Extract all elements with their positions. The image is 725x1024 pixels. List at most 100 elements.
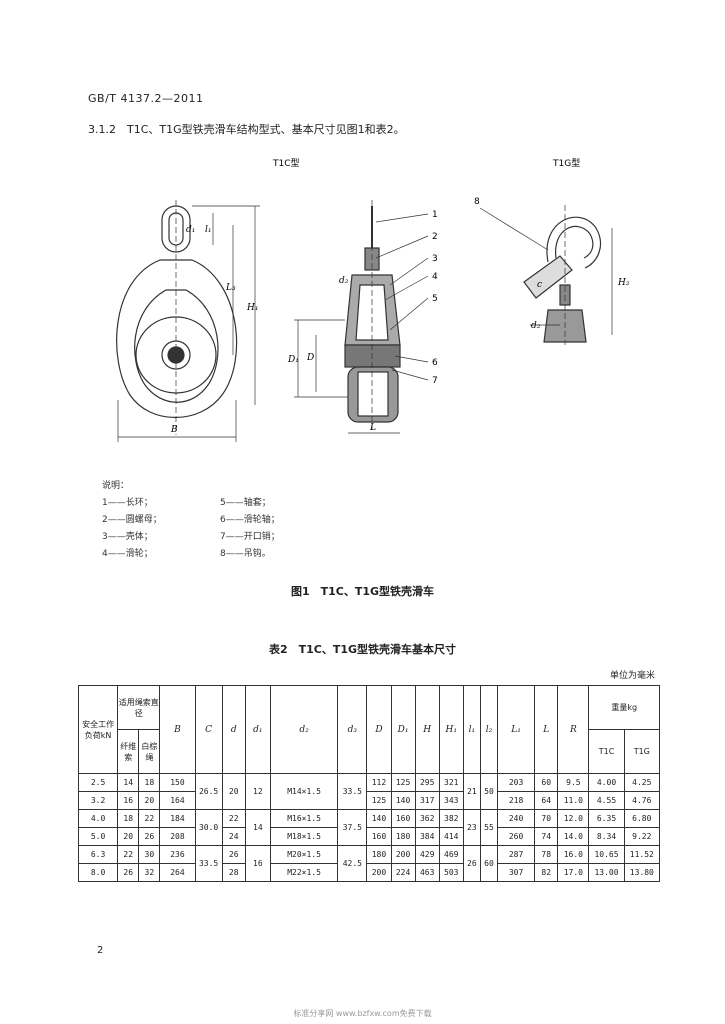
table-cell: 18 bbox=[138, 773, 161, 792]
table-cell: 200 bbox=[366, 863, 392, 882]
dim-H2: H₂ bbox=[617, 278, 630, 288]
table-cell: 414 bbox=[438, 827, 464, 846]
fig-title-t1g: T1G型 bbox=[552, 158, 580, 169]
table-cell: 70 bbox=[534, 809, 559, 828]
callout-2: 2 bbox=[432, 232, 438, 242]
table-cell: 112 bbox=[366, 773, 392, 792]
dim-c: c bbox=[537, 280, 542, 290]
table-cell: M18×1.5 bbox=[269, 827, 339, 846]
table-cell: 26 bbox=[138, 827, 161, 846]
table-cell: 429 bbox=[414, 845, 440, 864]
table-cell: 10.65 bbox=[588, 845, 625, 864]
table-cell: 236 bbox=[159, 845, 196, 864]
table-cell: 140 bbox=[366, 809, 392, 828]
table-cell: 12.0 bbox=[557, 809, 590, 828]
table-cell: 20 bbox=[221, 773, 246, 810]
table-cell: 184 bbox=[159, 809, 196, 828]
table-cell: 4.0 bbox=[77, 809, 119, 828]
table-cell: 18 bbox=[117, 809, 140, 828]
table-cell: 317 bbox=[414, 791, 440, 810]
table-cell: 203 bbox=[496, 773, 536, 792]
table-cell: 240 bbox=[496, 809, 536, 828]
table-cell: 37.5 bbox=[337, 809, 368, 846]
table-cell: 13.80 bbox=[623, 863, 661, 882]
table-cell: 4.55 bbox=[588, 791, 625, 810]
th-col: d₁ bbox=[244, 685, 271, 774]
legend-title: 说明： bbox=[102, 481, 130, 491]
table-cell: 16 bbox=[117, 791, 140, 810]
table-cell: 160 bbox=[390, 809, 416, 828]
dim-d1: d₁ bbox=[186, 225, 195, 235]
table-cell: M22×1.5 bbox=[269, 863, 339, 882]
table-cell: 287 bbox=[496, 845, 536, 864]
th-col: H₁ bbox=[438, 685, 464, 774]
table-cell: 2.5 bbox=[77, 773, 119, 792]
th-col: d₃ bbox=[337, 685, 368, 774]
table-cell: 6.3 bbox=[77, 845, 119, 864]
table-cell: 22 bbox=[221, 809, 246, 828]
table-cell: 362 bbox=[414, 809, 440, 828]
t1c-section-view bbox=[294, 200, 429, 434]
t1g-hook-view bbox=[479, 205, 613, 345]
table-cell: 20 bbox=[138, 791, 161, 810]
table-cell: 4.76 bbox=[623, 791, 661, 810]
th-col: H bbox=[414, 685, 440, 774]
table-cell: M20×1.5 bbox=[269, 845, 339, 864]
table-cell: 33.5 bbox=[194, 845, 223, 882]
table-cell: 32 bbox=[138, 863, 161, 882]
table-cell: 21 bbox=[462, 773, 481, 810]
dim-d2-right: d₂ bbox=[531, 321, 541, 331]
figure-1-drawing: T1C型 T1G型 B H₁ L₃ l₁ d₁ bbox=[116, 158, 630, 442]
legend-item: 2——圆螺母； bbox=[102, 515, 162, 525]
table-cell: 3.2 bbox=[77, 791, 119, 810]
legend-item: 1——长环； bbox=[102, 498, 153, 508]
table-cell: 26 bbox=[221, 845, 246, 864]
table-cell: M14×1.5 bbox=[269, 773, 339, 810]
dim-B: B bbox=[170, 425, 178, 435]
th-t1c: T1C bbox=[588, 729, 625, 774]
th-col: l₁ bbox=[462, 685, 481, 774]
table-cell: 26.5 bbox=[194, 773, 223, 810]
table-cell: 382 bbox=[438, 809, 464, 828]
th-col: L₁ bbox=[496, 685, 536, 774]
table-cell: 11.0 bbox=[557, 791, 590, 810]
callout-6: 6 bbox=[432, 358, 438, 368]
table-cell: 321 bbox=[438, 773, 464, 792]
table-cell: 264 bbox=[159, 863, 196, 882]
figure-legend: 说明： 1——长环；5——轴套； 2——圆螺母；6——滑轮轴； 3——壳体；7—… bbox=[102, 478, 280, 563]
table-cell: 16.0 bbox=[557, 845, 590, 864]
legend-item: 4——滑轮； bbox=[102, 549, 153, 559]
th-col: L bbox=[534, 685, 559, 774]
table-cell: 42.5 bbox=[337, 845, 368, 882]
th-col: B bbox=[159, 685, 196, 774]
table-cell: 307 bbox=[496, 863, 536, 882]
figure-caption: 图1 T1C、T1G型铁壳滑车 bbox=[290, 585, 435, 598]
table-cell: 125 bbox=[390, 773, 416, 792]
th-col: R bbox=[557, 685, 590, 774]
legend-item: 6——滑轮轴； bbox=[220, 515, 280, 525]
callout-5: 5 bbox=[432, 294, 438, 304]
table-cell: 8.34 bbox=[588, 827, 625, 846]
table-cell: 78 bbox=[534, 845, 559, 864]
table-cell: 60 bbox=[534, 773, 559, 792]
table-cell: 30 bbox=[138, 845, 161, 864]
table-cell: 28 bbox=[221, 863, 246, 882]
dim-l1: l₁ bbox=[205, 225, 212, 235]
table-cell: 26 bbox=[117, 863, 140, 882]
dim-d2-left: d₂ bbox=[339, 276, 349, 286]
table-cell: 22 bbox=[138, 809, 161, 828]
table-cell: 260 bbox=[496, 827, 536, 846]
table-cell: M16×1.5 bbox=[269, 809, 339, 828]
th-col: C bbox=[194, 685, 223, 774]
th-col: d bbox=[221, 685, 246, 774]
table-cell: 64 bbox=[534, 791, 559, 810]
th-col: D bbox=[366, 685, 392, 774]
legend-item: 7——开口销； bbox=[220, 532, 280, 542]
th-mass: 重量kg bbox=[588, 685, 660, 730]
table-cell: 11.52 bbox=[623, 845, 661, 864]
